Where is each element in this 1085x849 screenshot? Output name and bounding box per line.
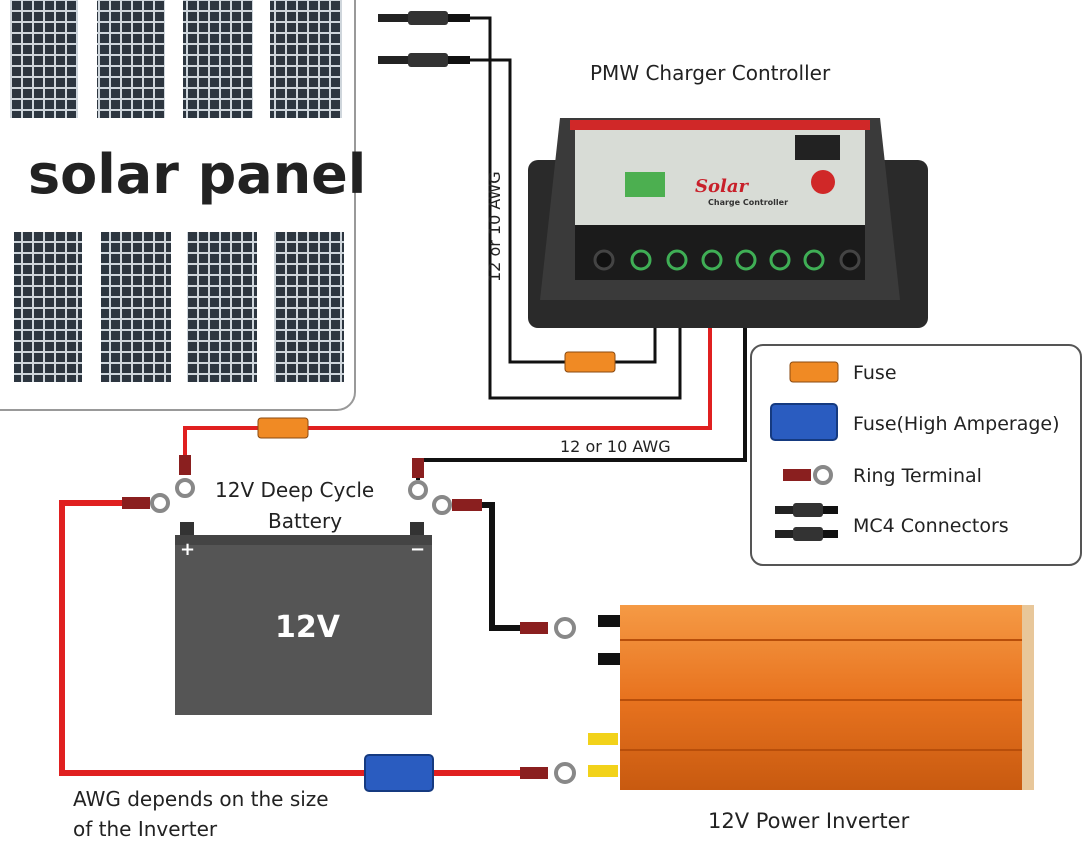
- high-amperage-fuse-icon: [770, 403, 838, 441]
- ring-terminal-icon: [554, 617, 576, 784]
- inverter-note-line1: AWG depends on the size: [73, 787, 329, 811]
- mc4-connector-icon: [775, 503, 838, 541]
- ring-terminal-icon: [150, 478, 452, 515]
- inverter-negative-wire: [482, 502, 522, 631]
- battery-wire-gauge-label: 12 or 10 AWG: [560, 437, 671, 456]
- mc4-connector-icon: [378, 11, 470, 67]
- legend: Fuse Fuse(High Amperage) Ring Terminal M…: [750, 344, 1082, 566]
- charge-controller: Solar Charge Controller: [528, 118, 928, 328]
- legend-label-mc4: MC4 Connectors: [853, 515, 1009, 537]
- fuse-icon: [564, 351, 616, 373]
- ring-terminal-icon: [783, 465, 833, 485]
- battery: + − 12V: [175, 522, 432, 715]
- legend-label-high-amp-fuse: Fuse(High Amperage): [853, 413, 1060, 435]
- fuse-icon: [257, 417, 309, 439]
- battery-label-line1: 12V Deep Cycle: [215, 478, 374, 502]
- inverter-label: 12V Power Inverter: [708, 809, 910, 833]
- controller-subtitle: Charge Controller: [708, 198, 788, 207]
- controller-brand: Solar: [695, 176, 750, 197]
- battery-negative-wire: [416, 328, 747, 480]
- battery-label-line2: Battery: [268, 509, 342, 533]
- panel-wire-gauge-label: 12 or 10 AWG: [485, 171, 504, 282]
- solar-panel-label: solar panel: [28, 143, 366, 206]
- controller-title: PMW Charger Controller: [590, 61, 831, 85]
- solar-panel: solar panel: [0, 0, 366, 411]
- power-inverter: [588, 605, 1034, 790]
- battery-positive-wire: [183, 328, 712, 470]
- battery-plus-sign: +: [180, 539, 195, 560]
- legend-label-fuse: Fuse: [853, 362, 897, 384]
- fuse-icon: [789, 361, 839, 383]
- solar-cells-bottom: [14, 232, 344, 382]
- solar-cells-top: [10, 0, 342, 118]
- inverter-positive-wire: [59, 500, 520, 776]
- inverter-note-line2: of the Inverter: [73, 817, 218, 841]
- panel-wires: [470, 16, 682, 400]
- legend-label-ring-terminal: Ring Terminal: [853, 465, 982, 487]
- high-amperage-fuse-icon: [364, 754, 434, 792]
- battery-minus-sign: −: [410, 539, 425, 560]
- battery-voltage: 12V: [275, 610, 341, 645]
